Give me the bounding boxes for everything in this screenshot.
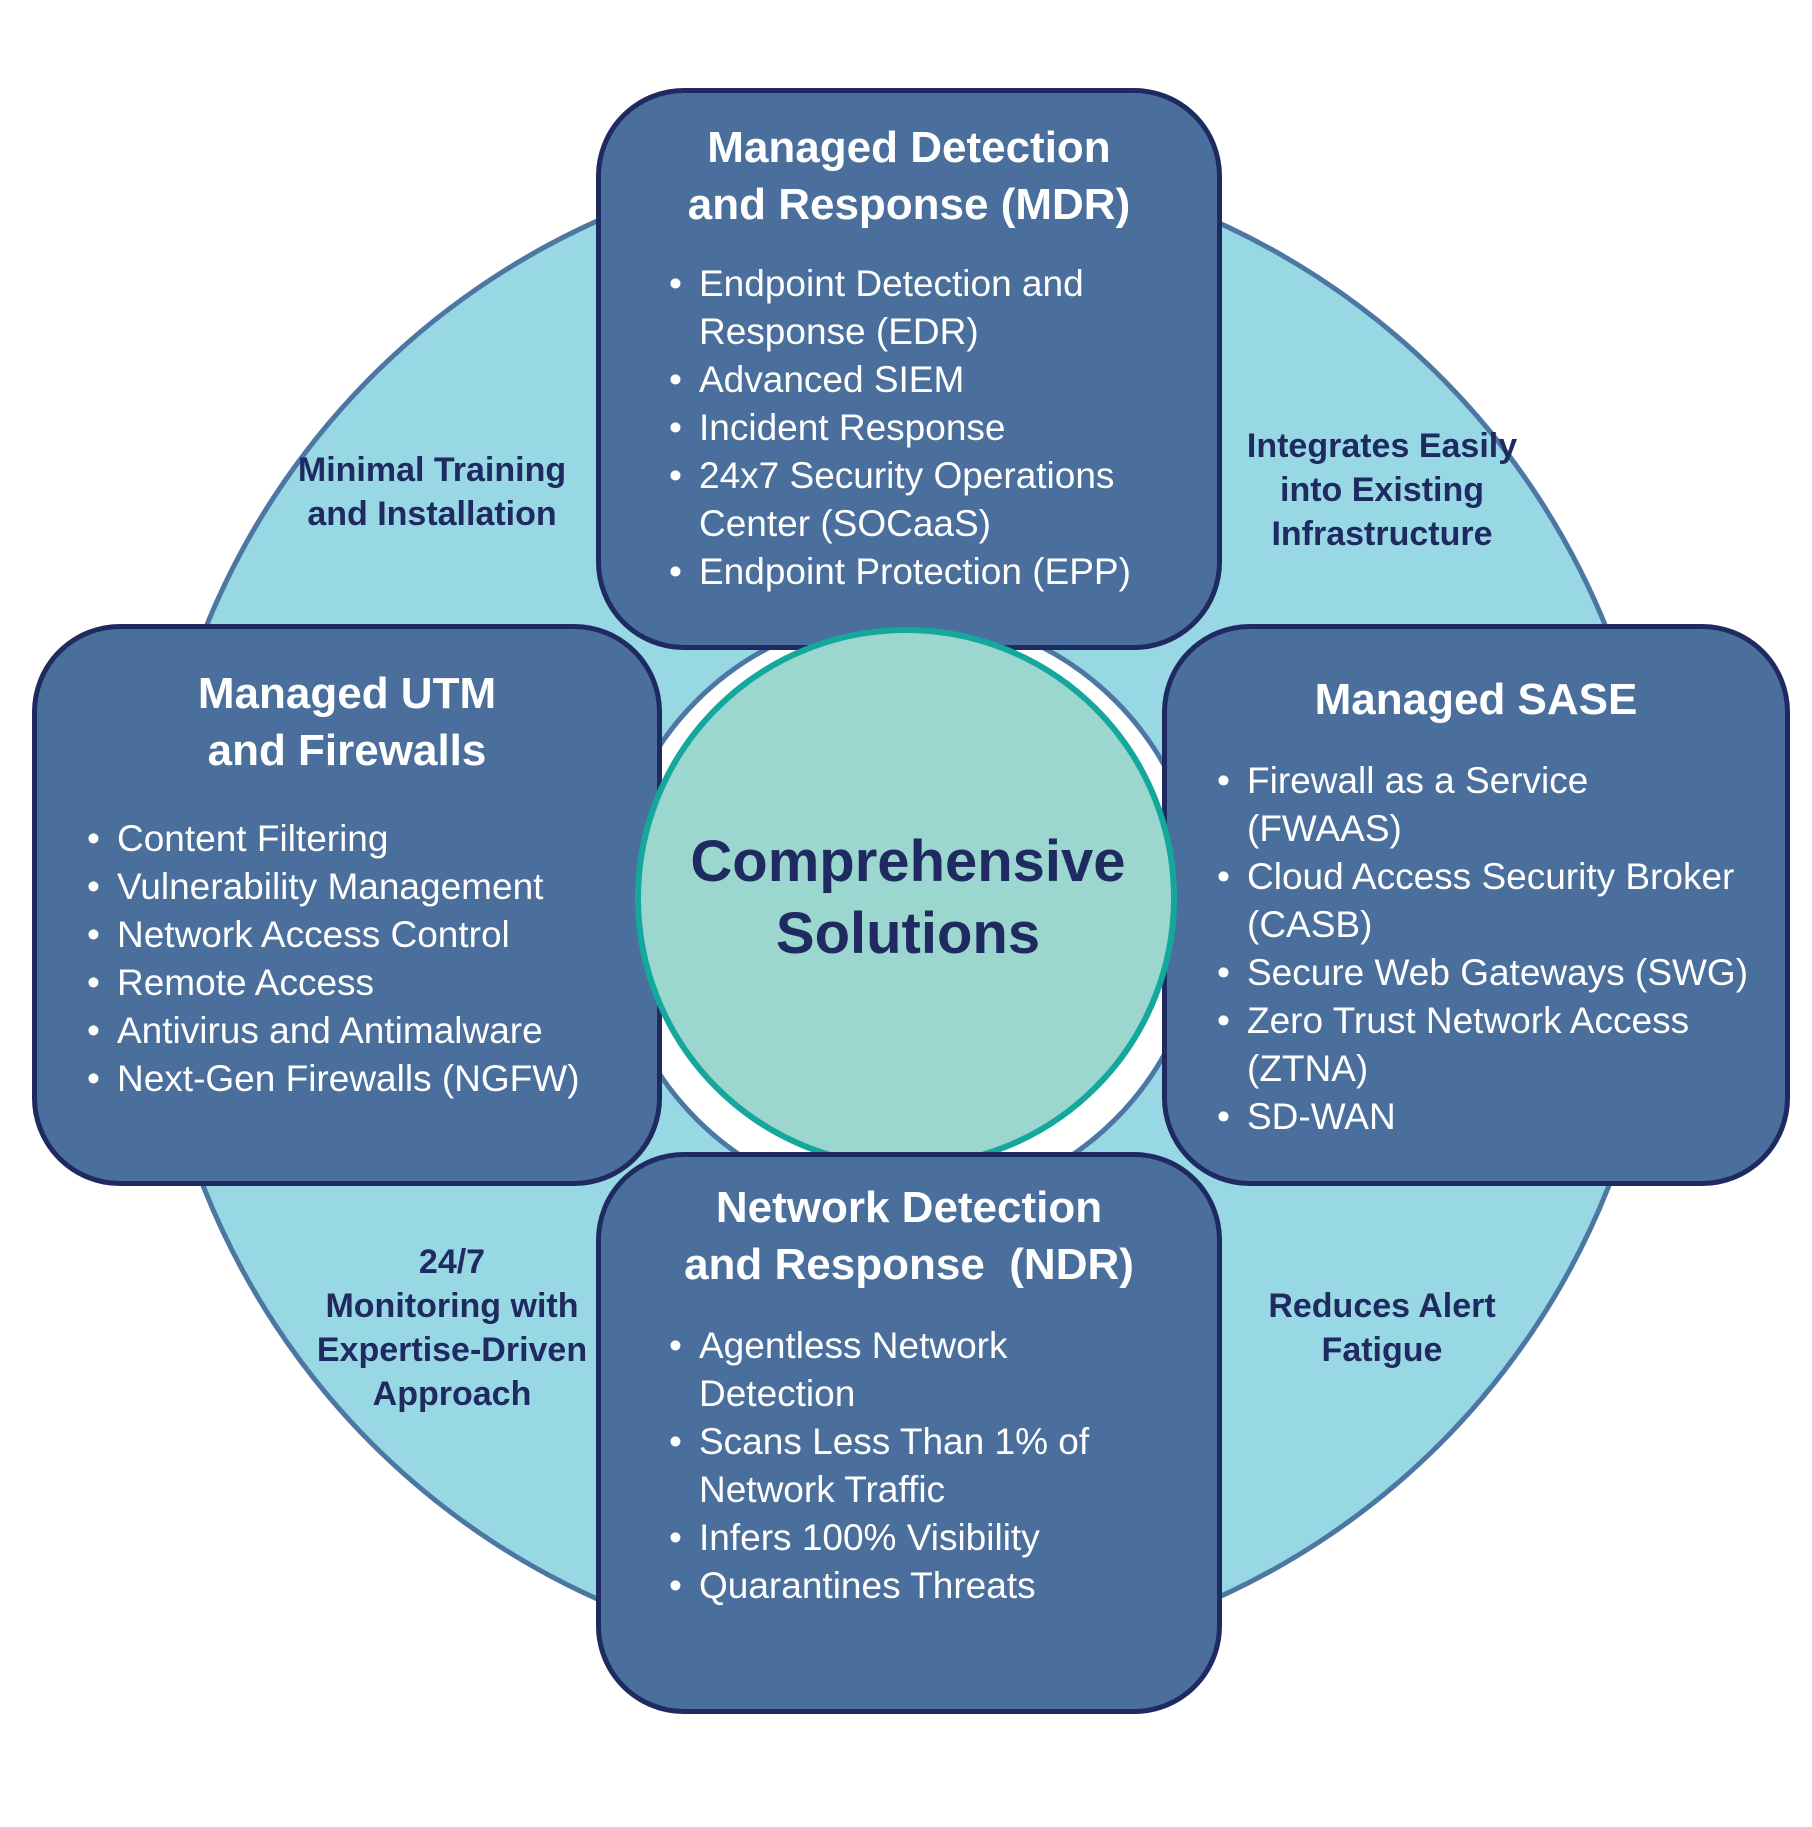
- sase-list: Firewall as a Service (FWAAS) Cloud Acce…: [1217, 757, 1787, 1141]
- benefit-line: Monitoring with: [325, 1287, 579, 1325]
- benefit-integrates-easily: Integrates Easily into Existing Infrastr…: [1212, 424, 1552, 556]
- ndr-list: Agentless Network Detection Scans Less T…: [669, 1322, 1139, 1610]
- mdr-title-line1: Managed Detection: [707, 123, 1111, 172]
- mdr-item: 24x7 Security Operations Center (SOCaaS): [669, 452, 1179, 548]
- sase-item: Firewall as a Service (FWAAS): [1217, 757, 1647, 853]
- utm-card: Managed UTM and Firewalls Content Filter…: [32, 624, 662, 1186]
- sase-card: Managed SASE Firewall as a Service (FWAA…: [1162, 624, 1790, 1186]
- mdr-item: Advanced SIEM: [669, 356, 1179, 404]
- utm-item: Vulnerability Management: [87, 863, 580, 911]
- sase-title: Managed SASE: [1314, 675, 1638, 724]
- ndr-title-line1: Network Detection: [715, 1183, 1103, 1232]
- mdr-list: Endpoint Detection and Response (EDR) Ad…: [669, 260, 1179, 596]
- utm-list: Content Filtering Vulnerability Manageme…: [87, 815, 580, 1103]
- ndr-item: Scans Less Than 1% of Network Traffic: [669, 1418, 1139, 1514]
- sase-item: Secure Web Gateways (SWG): [1217, 949, 1787, 997]
- benefit-line: Minimal Training: [297, 451, 567, 489]
- ndr-card: Network Detection and Response (NDR) Age…: [596, 1152, 1222, 1714]
- benefit-24-7-monitoring: 24/7 Monitoring with Expertise-Driven Ap…: [292, 1240, 612, 1416]
- benefit-line: Integrates Easily: [1246, 427, 1518, 465]
- sase-item: Cloud Access Security Broker (CASB): [1217, 853, 1787, 949]
- benefit-line: and Installation: [307, 495, 557, 533]
- utm-title-line2: and Firewalls: [207, 726, 487, 775]
- benefit-line: 24/7: [418, 1243, 486, 1281]
- mdr-item: Endpoint Detection and Response (EDR): [669, 260, 1139, 356]
- sase-item: Zero Trust Network Access (ZTNA): [1217, 997, 1747, 1093]
- utm-item: Antivirus and Antimalware: [87, 1007, 580, 1055]
- utm-item: Next-Gen Firewalls (NGFW): [87, 1055, 580, 1103]
- utm-item: Remote Access: [87, 959, 580, 1007]
- utm-item: Network Access Control: [87, 911, 580, 959]
- utm-item: Content Filtering: [87, 815, 580, 863]
- benefit-line: Reduces Alert: [1268, 1287, 1496, 1325]
- mdr-item: Incident Response: [669, 404, 1179, 452]
- sase-item: SD-WAN: [1217, 1093, 1787, 1141]
- benefit-line: Expertise-Driven: [316, 1331, 588, 1369]
- mdr-title: Managed Detection and Response (MDR): [601, 93, 1217, 233]
- mdr-item: Endpoint Protection (EPP): [669, 548, 1179, 596]
- benefit-reduces-alert-fatigue: Reduces Alert Fatigue: [1232, 1284, 1532, 1372]
- utm-title-line1: Managed UTM: [197, 669, 497, 718]
- ndr-title-line2: and Response (NDR): [684, 1240, 1134, 1289]
- ndr-title: Network Detection and Response (NDR): [601, 1157, 1217, 1293]
- ndr-item: Agentless Network Detection: [669, 1322, 1059, 1418]
- utm-title: Managed UTM and Firewalls: [37, 629, 657, 779]
- ndr-item: Infers 100% Visibility: [669, 1514, 1139, 1562]
- benefit-line: Infrastructure: [1271, 515, 1493, 553]
- ndr-item: Quarantines Threats: [669, 1562, 1139, 1610]
- benefit-line: Fatigue: [1321, 1331, 1443, 1369]
- center-label-line1: Comprehensive: [690, 829, 1126, 894]
- benefit-line: into Existing: [1280, 471, 1484, 509]
- center-label-line2: Solutions: [775, 901, 1041, 966]
- benefit-line: Approach: [372, 1375, 532, 1413]
- mdr-card: Managed Detection and Response (MDR) End…: [596, 88, 1222, 650]
- benefit-minimal-training: Minimal Training and Installation: [262, 448, 602, 536]
- mdr-title-line2: and Response (MDR): [687, 180, 1131, 229]
- center-label: Comprehensive Solutions: [640, 826, 1176, 970]
